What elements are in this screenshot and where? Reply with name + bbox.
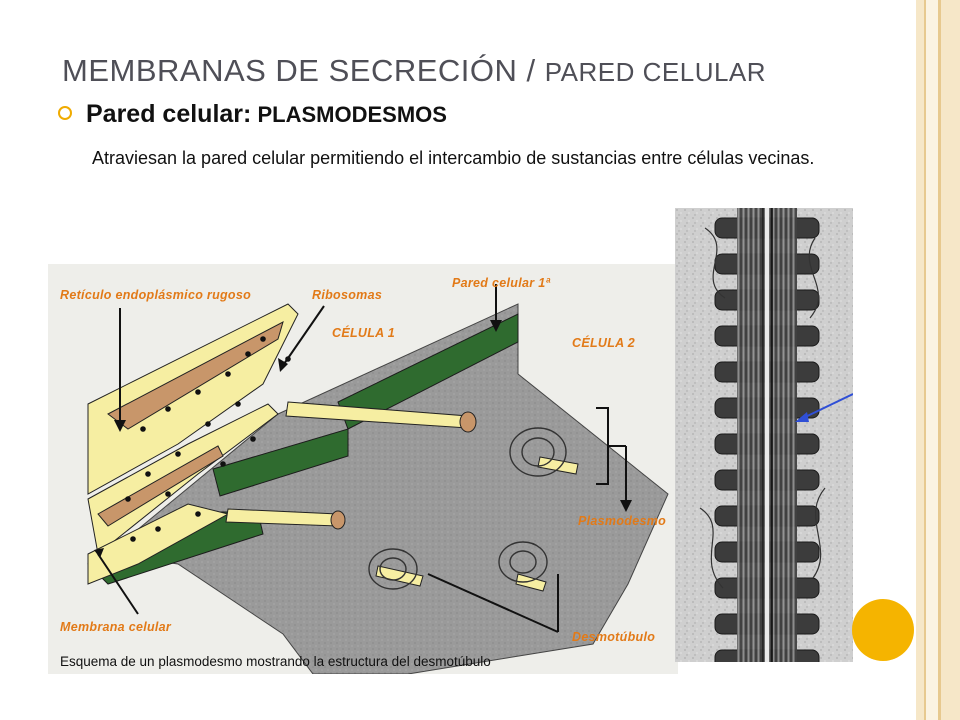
hollow-circle-bullet-icon	[58, 106, 72, 120]
label-ribosomas: Ribosomas	[312, 288, 383, 302]
decorative-right-border	[916, 0, 960, 720]
label-desmotubulo: Desmotúbulo	[572, 630, 656, 644]
orange-circle-icon	[852, 599, 914, 661]
label-celula1: CÉLULA 1	[332, 326, 396, 340]
plasmodesma-diagram: Retículo endoplásmico rugoso Ribosomas P…	[48, 264, 678, 674]
title-sub: PARED CELULAR	[544, 57, 767, 87]
bullet-heading: Pared celular: PLASMODESMOS	[58, 100, 447, 129]
micrograph-image	[675, 208, 854, 671]
slide-title: MEMBRANAS DE SECRECIÓN / PARED CELULAR	[62, 52, 766, 89]
diagram-illustration	[48, 264, 678, 674]
label-celula2: CÉLULA 2	[572, 336, 636, 350]
label-pared: Pared celular 1ª	[452, 276, 551, 290]
label-plasmodesmo: Plasmodesmo	[578, 514, 667, 528]
label-membrana: Membrana celular	[60, 620, 172, 634]
bullet-bold-text-2: PLASMODESMOS	[251, 102, 447, 127]
bullet-bold-text: Pared celular:	[86, 100, 252, 128]
diagram-caption: Esquema de un plasmodesmo mostrando la e…	[60, 654, 491, 669]
micrograph-illustration	[675, 208, 854, 671]
label-reticulo: Retículo endoplásmico rugoso	[60, 288, 252, 302]
title-main: MEMBRANAS DE SECRECIÓN /	[62, 53, 545, 88]
body-paragraph: Atraviesan la pared celular permitiendo …	[92, 148, 815, 168]
